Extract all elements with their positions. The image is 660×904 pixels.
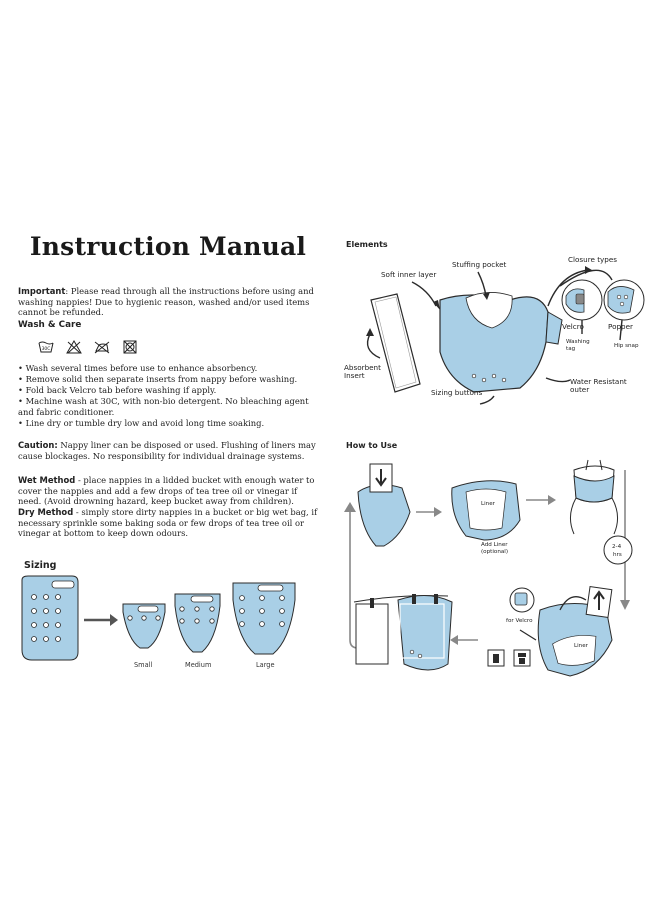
caution-note: Caution: Nappy liner can be disposed or … bbox=[18, 440, 318, 461]
size-label-medium: Medium bbox=[185, 661, 212, 669]
step-insert bbox=[357, 463, 411, 547]
important-note: Important: Please read through all the i… bbox=[18, 286, 318, 318]
label-velcro: Velcro bbox=[562, 322, 584, 331]
label-water-resistant-outer: Water Resistant outer bbox=[570, 377, 627, 394]
velcro-fold-icon bbox=[509, 587, 535, 613]
sizing-nappy-small bbox=[122, 603, 166, 649]
size-label-large: Large bbox=[256, 661, 275, 669]
wash-30-icon: 30C bbox=[38, 341, 54, 353]
caution-label: Caution: bbox=[18, 440, 58, 450]
wet-method-note: Wet Method - place nappies in a lidded b… bbox=[18, 475, 318, 507]
label-hours: 2-4 bbox=[612, 544, 622, 550]
clock-icon bbox=[603, 535, 633, 565]
label-closure-types: Closure types bbox=[568, 255, 618, 264]
left-column: Instruction Manual Important: Please rea… bbox=[18, 232, 318, 571]
label-soft-inner-layer: Soft inner layer bbox=[381, 270, 437, 279]
label-stuffing-pocket: Stuffing pocket bbox=[452, 260, 507, 269]
step-line-dry bbox=[353, 594, 453, 671]
list-item: • Line dry or tumble dry low and avoid l… bbox=[18, 417, 265, 428]
wet-method-text: - place nappies in a lidded bucket with … bbox=[18, 475, 315, 507]
list-item: • Fold back Velcro tab before washing if… bbox=[18, 385, 217, 396]
important-label: Important bbox=[18, 286, 66, 296]
caution-text: Nappy liner can be disposed or used. Flu… bbox=[18, 440, 316, 461]
element-arrows bbox=[366, 269, 623, 405]
label-hip-snap: Hip snap bbox=[614, 343, 639, 349]
label-add-liner: Add Liner bbox=[481, 542, 508, 548]
step-baby-wearing bbox=[570, 459, 618, 535]
dry-method-label: Dry Method bbox=[18, 507, 74, 517]
sizing-nappy-large bbox=[232, 582, 296, 655]
label-sizing-buttons: Sizing buttons bbox=[431, 388, 483, 397]
label-popper: Popper bbox=[608, 322, 633, 331]
label-for-velcro: for Velcro bbox=[506, 618, 533, 624]
velcro-closure bbox=[561, 279, 603, 321]
sizing-nappy-open bbox=[21, 575, 79, 661]
how-to-use-heading: How to Use bbox=[346, 441, 398, 450]
wet-method-label: Wet Method bbox=[18, 475, 76, 485]
label-liner: Liner bbox=[481, 501, 495, 507]
wash-temp-text: 30C bbox=[42, 346, 51, 352]
bin-icon bbox=[487, 649, 505, 667]
wash-care-heading: Wash & Care bbox=[18, 320, 82, 330]
label-absorbent-insert: Absorbent Insert bbox=[344, 363, 381, 380]
page-title: Instruction Manual bbox=[29, 232, 307, 261]
sizing-nappy-medium bbox=[174, 593, 221, 653]
no-bleach-icon bbox=[66, 340, 82, 354]
list-item: • Remove solid then separate inserts fro… bbox=[18, 374, 298, 385]
label-hrs: hrs bbox=[613, 552, 622, 558]
step-remove-insert bbox=[537, 586, 613, 677]
label-liner-2: Liner bbox=[574, 643, 588, 649]
label-washing-tag: Washing tag bbox=[566, 339, 590, 352]
no-iron-icon bbox=[94, 341, 110, 354]
list-item: • Wash several times before use to enhan… bbox=[18, 363, 258, 373]
wash-care-list: • Wash several times before use to enhan… bbox=[18, 363, 318, 429]
popper-closure bbox=[603, 279, 645, 321]
important-text: : Please read through all the instructio… bbox=[18, 286, 314, 318]
dry-method-note: Dry Method - simply store dirty nappies … bbox=[18, 507, 318, 539]
sizing-heading: Sizing bbox=[24, 560, 57, 571]
label-optional: (optional) bbox=[481, 549, 509, 555]
toilet-icon bbox=[513, 649, 531, 667]
dry-method-text: - simply store dirty nappies in a bucket… bbox=[18, 507, 318, 539]
care-symbols: 30C bbox=[38, 340, 138, 354]
absorbent-insert bbox=[370, 293, 421, 393]
size-label-small: Small bbox=[134, 661, 153, 669]
step-add-liner bbox=[451, 480, 521, 541]
elements-heading: Elements bbox=[346, 240, 388, 249]
no-tumble-dry-icon bbox=[123, 340, 137, 354]
list-item: • Machine wash at 30C, with non-bio dete… bbox=[18, 396, 309, 417]
